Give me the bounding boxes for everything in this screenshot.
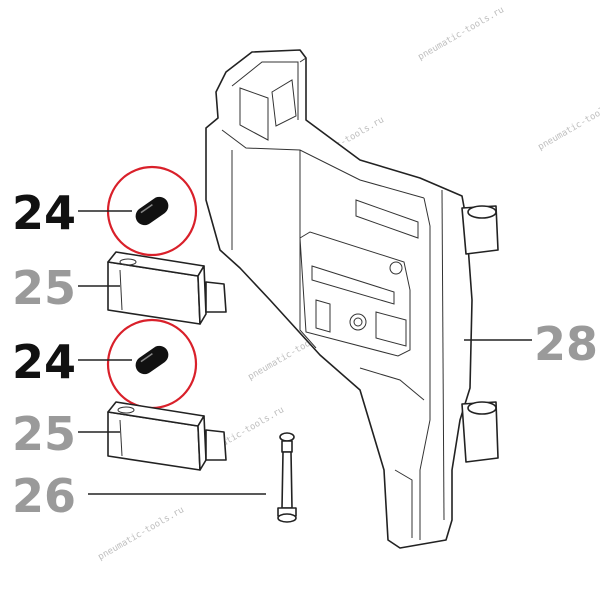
callout-label: 24	[12, 186, 76, 240]
callout-group-25-lower: 25	[12, 401, 227, 471]
callout-label: 25	[12, 407, 76, 461]
plug-part-24	[135, 196, 169, 226]
pin-part-26	[277, 432, 297, 523]
callout-label: 24	[12, 335, 76, 389]
block-part-25	[107, 251, 227, 325]
housing-body	[205, 49, 473, 549]
callout-group-28: 28	[464, 317, 598, 371]
plug-part-24	[135, 345, 169, 375]
callout-label: 26	[12, 469, 76, 523]
watermark-text: pneumatic-tools.ru	[537, 95, 600, 152]
callout-label: 25	[12, 261, 76, 315]
callout-group-26: 26	[12, 432, 297, 523]
housing-part-28	[205, 49, 499, 549]
callout-group-24-lower: 24	[12, 318, 198, 410]
watermark-text: pneumatic-tools.ru	[97, 505, 186, 562]
callout-group-24-upper: 24	[12, 165, 198, 257]
block-part-25	[107, 401, 227, 471]
callout-label: 28	[534, 317, 598, 371]
watermark-text: pneumatic-tools.ru	[417, 5, 506, 62]
callout-group-25-upper: 25	[12, 251, 227, 325]
